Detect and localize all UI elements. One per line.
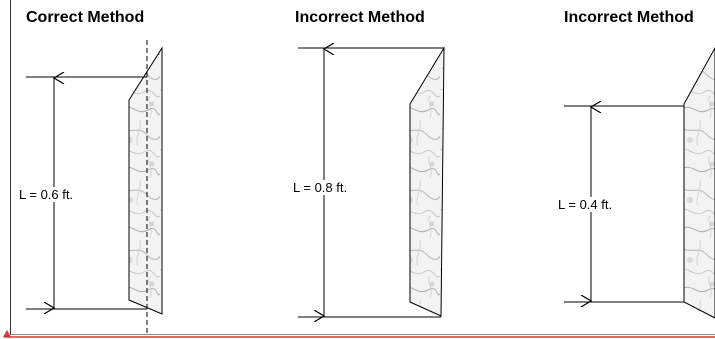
corner-marker-icon — [3, 330, 11, 337]
panel-incorrect-method-2 — [564, 46, 715, 319]
length-label: L = 0.8 ft. — [291, 180, 350, 195]
bottom-accent-line — [4, 336, 715, 338]
panel-title-incorrect-method: Incorrect Method — [564, 9, 694, 26]
marble-slab — [683, 46, 715, 319]
diagram-frame — [10, 0, 715, 335]
panel-title-correct-method: Correct Method — [26, 9, 145, 26]
length-label: L = 0.6 ft. — [17, 187, 76, 202]
marble-slab — [128, 46, 163, 315]
panel-title-incorrect-method: Incorrect Method — [295, 9, 425, 26]
marble-slab — [409, 46, 445, 317]
panel-incorrect-method-1 — [298, 46, 445, 317]
length-label: L = 0.4 ft. — [556, 197, 615, 212]
panel-correct-method — [26, 40, 163, 334]
